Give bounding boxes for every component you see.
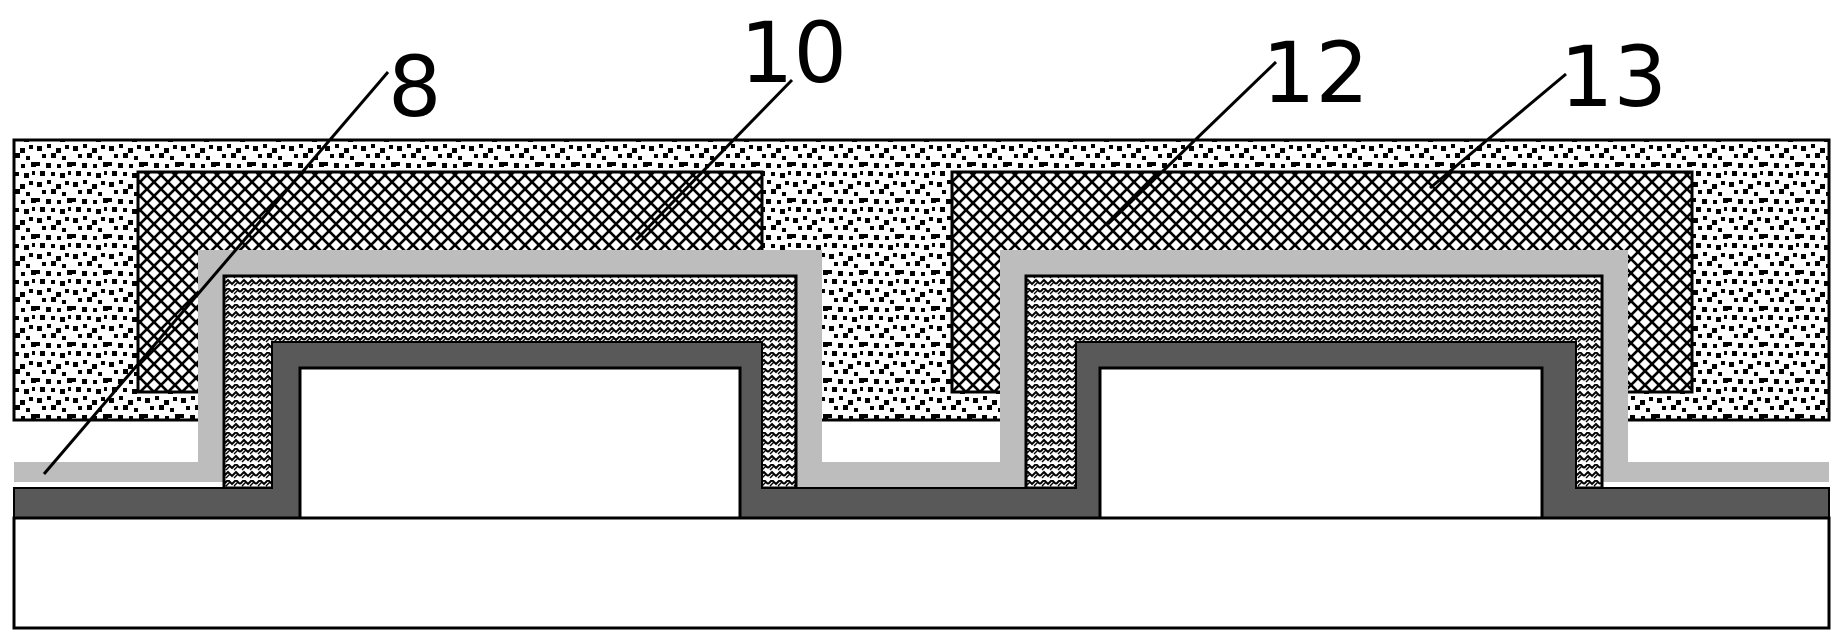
leader-line-13 xyxy=(1429,72,1567,190)
feature-block-right xyxy=(1098,366,1544,520)
label-8: 8 xyxy=(388,38,441,136)
feature-block-left xyxy=(298,366,742,520)
leader-line-12 xyxy=(1106,60,1278,226)
leader-line-8 xyxy=(42,71,390,475)
label-13: 13 xyxy=(1560,28,1667,126)
substrate xyxy=(12,516,1831,630)
leader-line-10 xyxy=(634,78,794,242)
label-12: 12 xyxy=(1262,24,1369,122)
layer-8-light-strip-upper xyxy=(14,250,1829,488)
label-10: 10 xyxy=(740,4,847,102)
